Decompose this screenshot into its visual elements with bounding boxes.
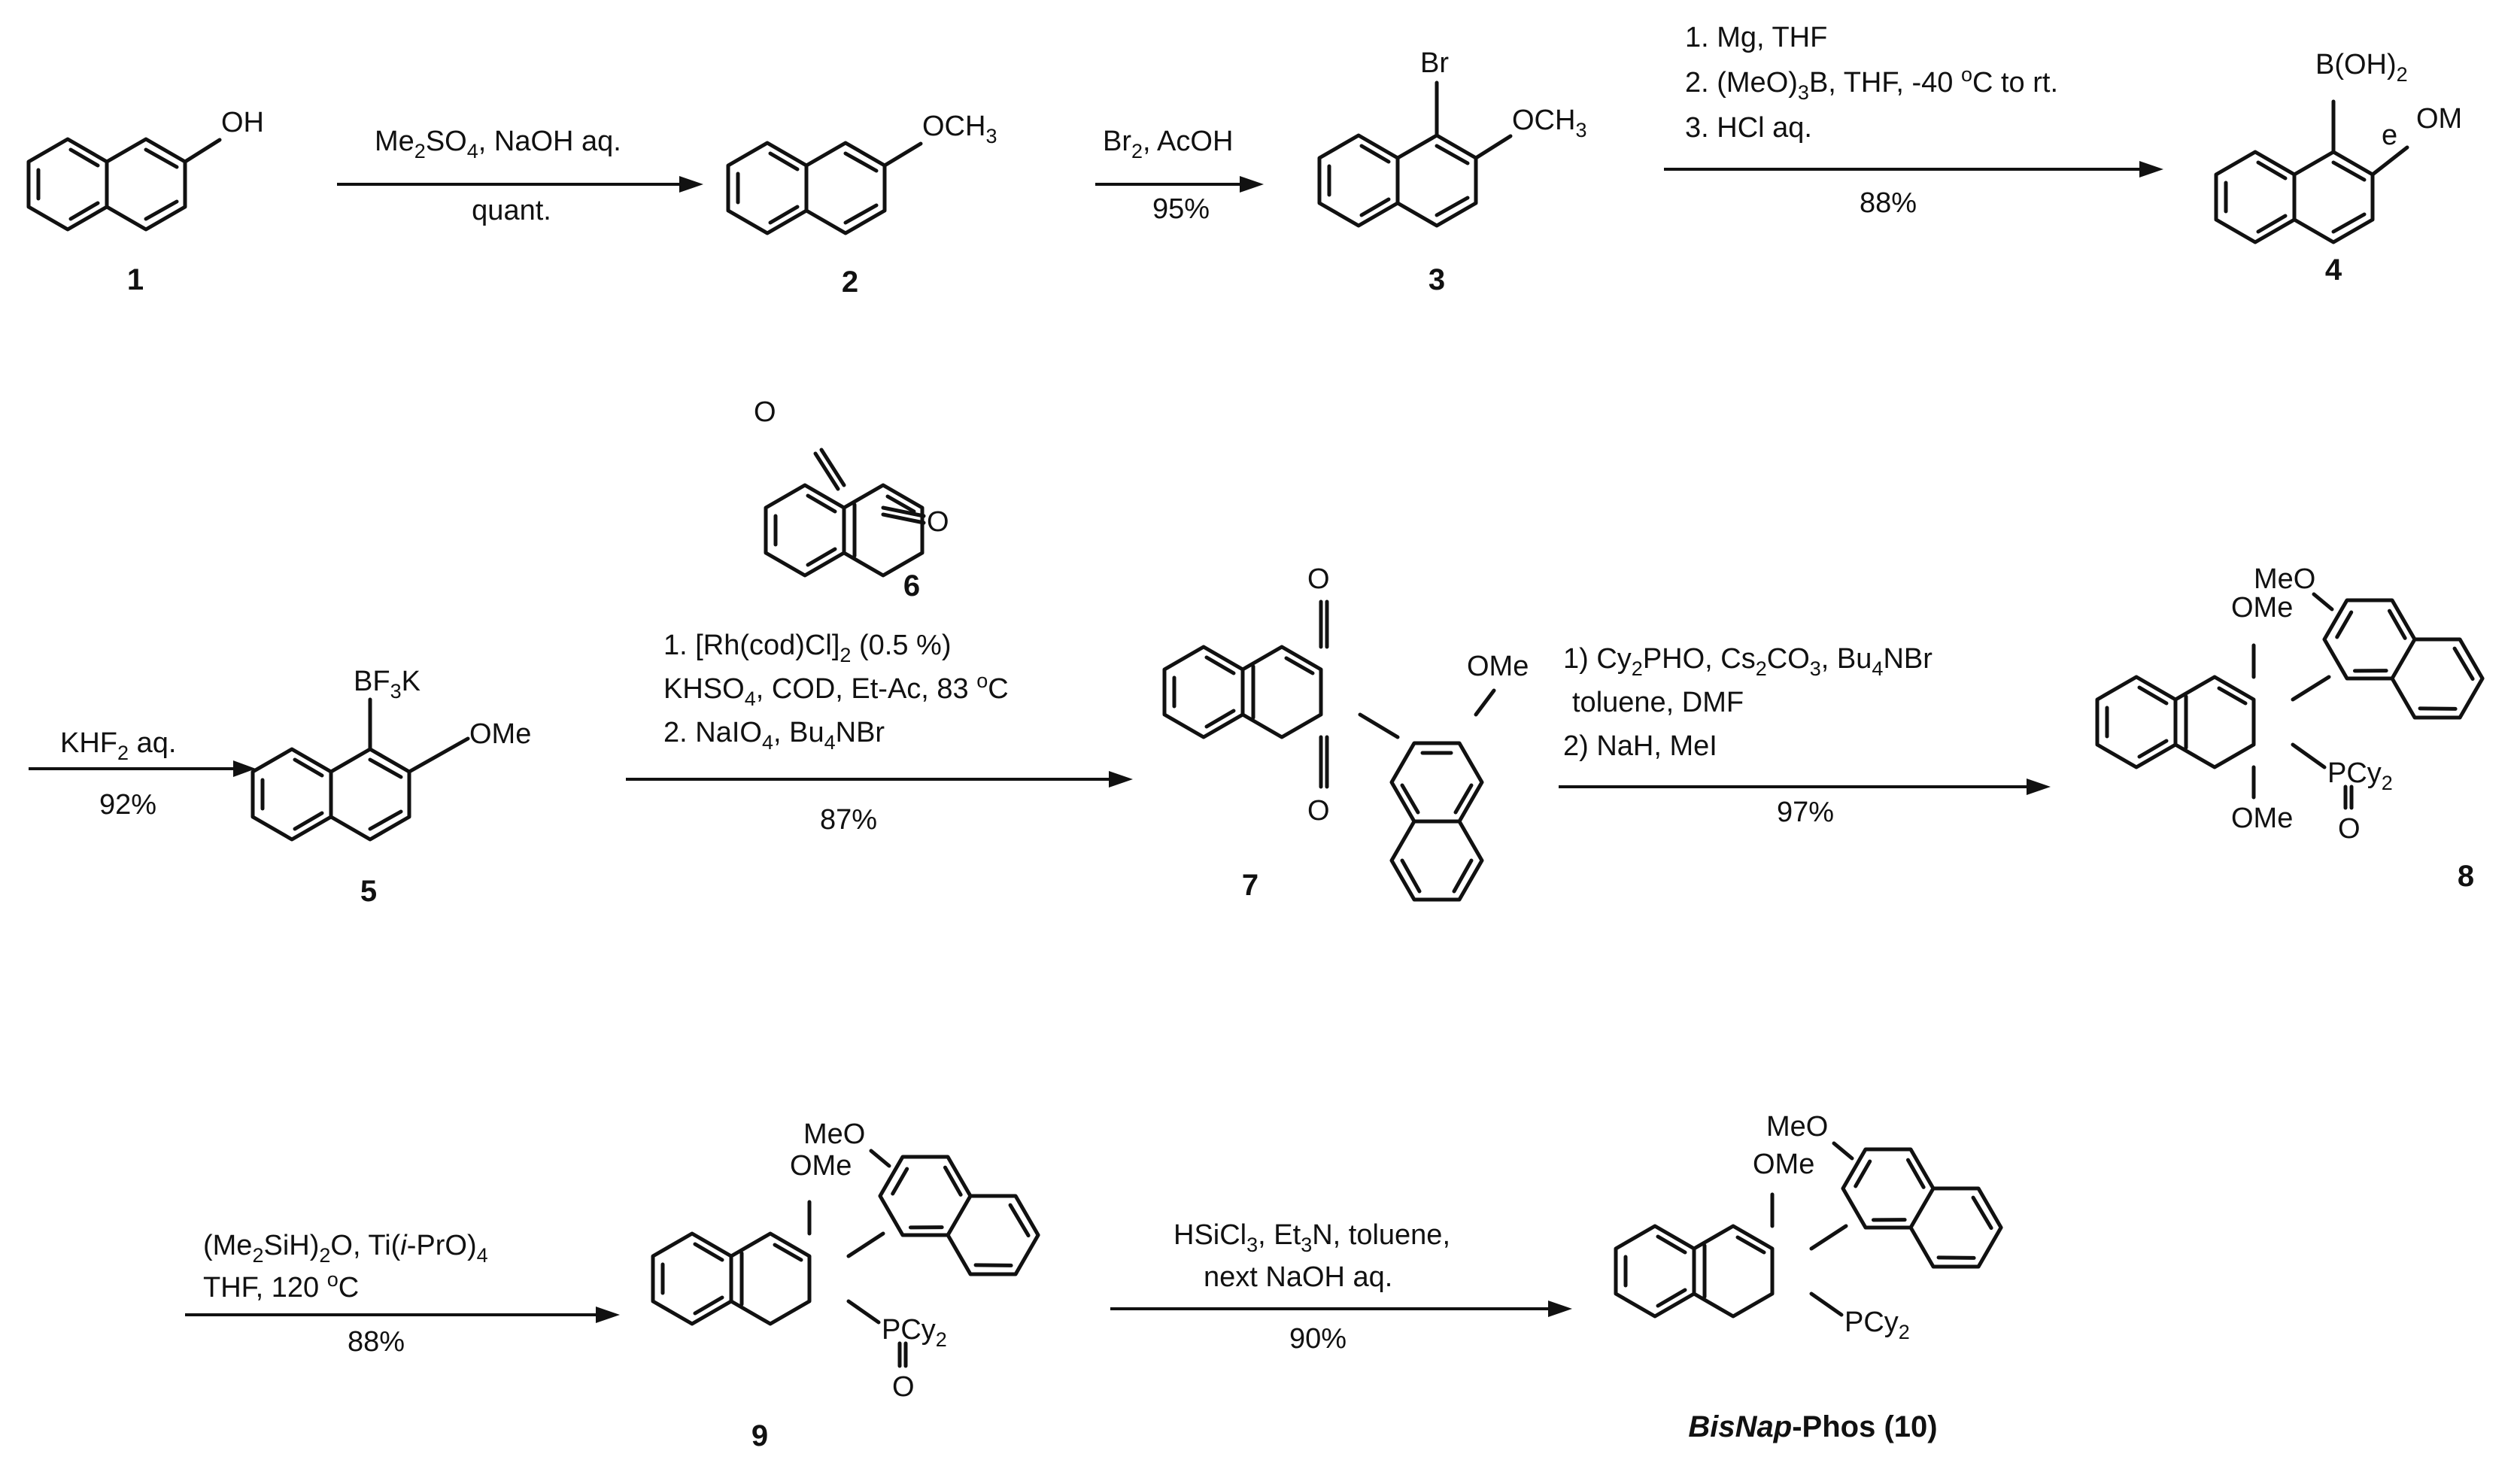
compound-3-label: 3 (1429, 263, 1445, 296)
r5-yield: 87% (820, 804, 877, 836)
r7-yield: 88% (348, 1326, 405, 1358)
compound-6-label: 6 (903, 569, 920, 602)
trifluoroborate-label: BF3K (354, 666, 421, 703)
phosphoryl-oxygen-label: O (2338, 813, 2361, 845)
r5-step2: 2. NaIO4, Bu4NBr (663, 717, 885, 754)
compound-1-structure (29, 139, 185, 229)
r4-reagents: KHF2 aq. (60, 727, 176, 764)
compound-1-label: 1 (127, 263, 144, 296)
carbonyl-oxygen-label: O (927, 506, 949, 538)
r1-reagents: Me2SO4, NaOH aq. (375, 126, 621, 162)
r8-yield: 90% (1289, 1323, 1347, 1355)
methoxy-label: OCH3 (922, 111, 997, 147)
compound-8-label: 8 (2458, 860, 2474, 893)
compound-9-structure: OMe MeO PCy2 O (653, 1118, 1049, 1403)
phosphine-oxide-label: PCy2 (2327, 757, 2393, 794)
compound-7-label: 7 (1242, 869, 1258, 902)
r6-solvents: toluene, DMF (1572, 687, 1744, 718)
r6-yield: 97% (1777, 797, 1834, 828)
r3-step2: 2. (MeO)3B, THF, -40 oC to rt. (1685, 63, 2058, 104)
methoxy-label: OMe (2231, 592, 2293, 624)
compound-5-structure (253, 749, 409, 839)
bromo-label: Br (1420, 47, 1449, 79)
phosphine-oxide-label: PCy2 (882, 1314, 947, 1351)
r7-reagents: (Me2SiH)2O, Ti(i-PrO)4 (203, 1230, 488, 1267)
r3-step1: 1. Mg, THF (1685, 22, 1827, 53)
compound-2-label: 2 (842, 266, 858, 299)
methoxy-label: MeO (803, 1118, 865, 1150)
compound-4-label: 4 (2325, 253, 2342, 287)
compound-3-structure (1319, 135, 1476, 226)
r8-reagents: HSiCl3, Et3N, toluene, (1173, 1219, 1450, 1256)
r6-step1: 1) Cy2PHO, Cs2CO3, Bu4NBr (1563, 643, 1933, 680)
r6-step2: 2) NaH, MeI (1563, 730, 1717, 762)
methoxy-label: OMe (790, 1150, 852, 1182)
compound-4-structure (2216, 152, 2373, 242)
r8-workup: next NaOH aq. (1204, 1261, 1392, 1293)
compound-8-structure: OMe OMe MeO PCy2 O (2097, 563, 2494, 845)
r5-step1-conditions: KHSO4, COD, Et-Ac, 83 oC (663, 669, 1009, 710)
methoxy-label: OCH3 (1512, 105, 1586, 141)
r7-conditions: THF, 120 oC (203, 1268, 359, 1304)
phosphoryl-oxygen-label: O (892, 1371, 915, 1403)
r5-step1: 1. [Rh(cod)Cl]2 (0.5 %) (663, 630, 951, 666)
compound-7-structure: O O OMe (1164, 563, 1529, 900)
compound-9-label: 9 (751, 1419, 768, 1452)
boronic-acid-label: B(OH)2 (2315, 49, 2408, 86)
carbonyl-oxygen-label: O (1307, 563, 1330, 595)
r2-reagents: Br2, AcOH (1103, 126, 1233, 162)
r3-yield: 88% (1860, 187, 1917, 219)
hydroxyl-label: OH (221, 107, 264, 138)
r3-step3: 3. HCl aq. (1685, 112, 1812, 144)
methoxy-label: OMe (2231, 803, 2293, 834)
methoxy-label-fragment-om: OM (2416, 103, 2462, 135)
phosphine-label: PCy2 (1844, 1307, 1910, 1343)
methoxy-label-fragment-e: e (2382, 120, 2397, 151)
compound-5-label: 5 (360, 875, 377, 908)
methoxy-label: OMe (469, 718, 531, 750)
r2-yield: 95% (1152, 193, 1210, 225)
methoxy-label: OMe (1467, 651, 1529, 682)
r1-yield: quant. (472, 195, 551, 226)
compound-6-structure: O O (754, 396, 949, 575)
compound-10-label: BisNap-Phos (10) (1688, 1410, 1937, 1443)
carbonyl-oxygen-label: O (754, 396, 776, 428)
methoxy-label: OMe (1753, 1149, 1814, 1180)
carbonyl-oxygen-label: O (1307, 795, 1330, 827)
methoxy-label: MeO (2254, 563, 2315, 595)
compound-10-structure: OMe MeO PCy2 (1616, 1111, 2012, 1343)
r4-yield: 92% (99, 789, 156, 821)
compound-2-structure (728, 143, 885, 233)
methoxy-label: MeO (1766, 1111, 1828, 1143)
